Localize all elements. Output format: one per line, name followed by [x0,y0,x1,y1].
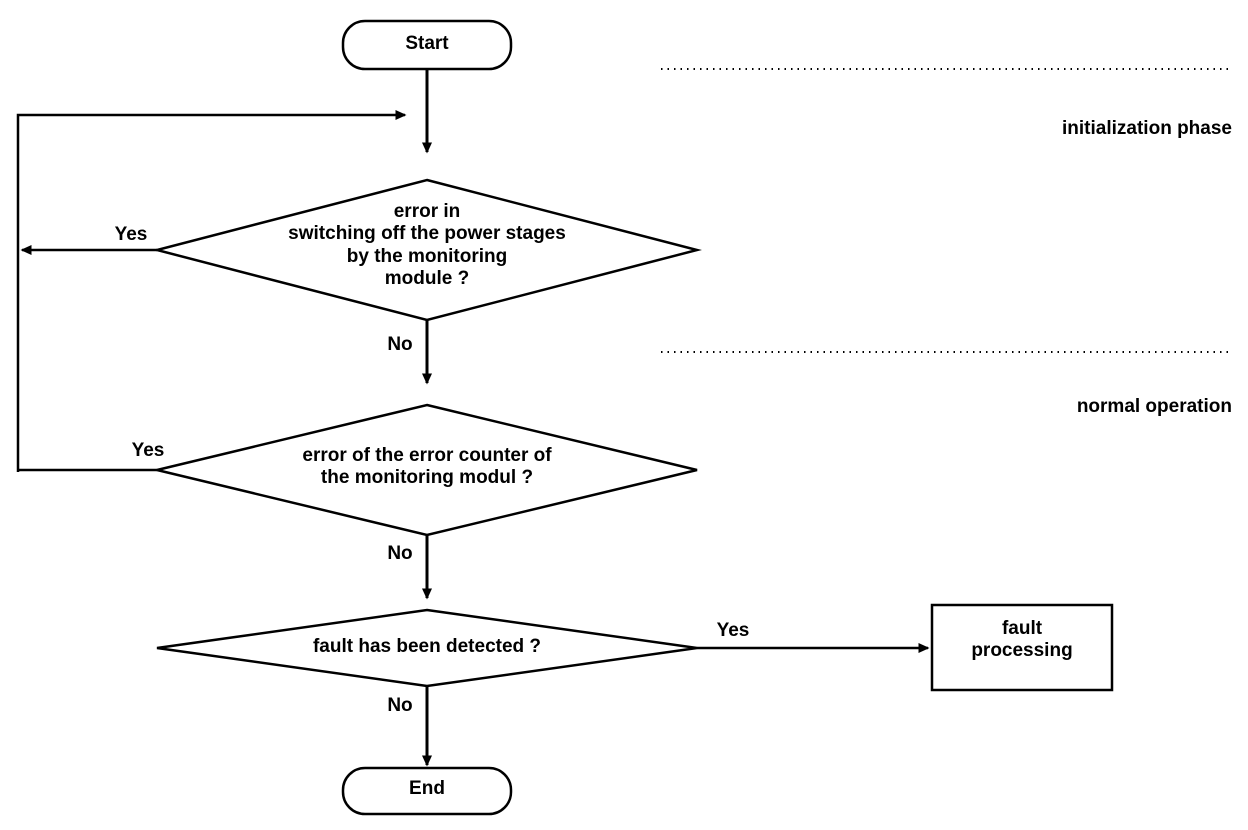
node-fault-label: fault processing [971,618,1073,662]
node-fault-shape [930,603,1114,692]
edge-label-dec1-no: No [387,334,413,355]
node-end-shape [341,766,513,816]
edge-label-dec2-no: No [387,543,413,564]
node-dec3-label: fault has been detected ? [312,636,542,657]
node-start-label: Start [405,33,449,54]
node-dec1-label: error in switching off the power stages … [288,201,566,290]
node-end-label: End [409,778,445,799]
phase-label-initialization: initialization phase [1062,118,1232,139]
edge-label-dec3-no: No [387,695,413,716]
edge-feedback-loop [16,110,407,472]
edge-label-dec1-yes: Yes [114,224,148,245]
edge-label-dec3-yes: Yes [716,620,750,641]
node-dec2-label: error of the error counter of the monito… [302,445,552,489]
edge-label-dec2-yes: Yes [131,440,165,461]
phase-label-normal-operation: normal operation [1076,396,1232,417]
